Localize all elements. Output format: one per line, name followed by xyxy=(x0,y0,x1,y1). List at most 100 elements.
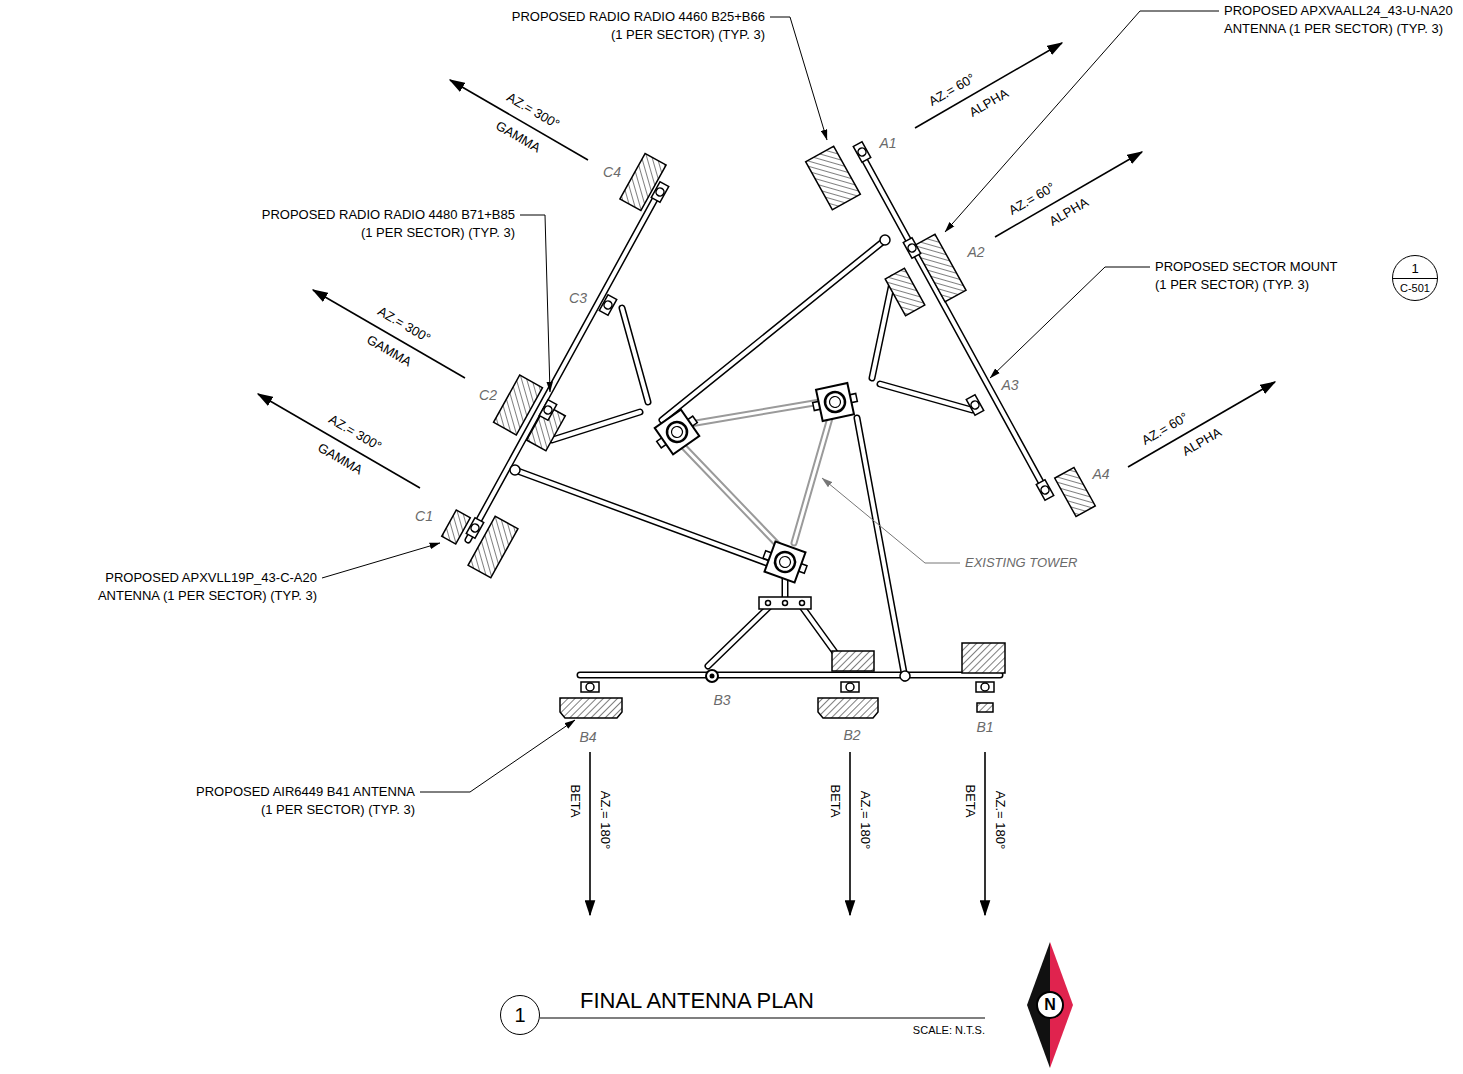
azimuth-label: ALPHA xyxy=(1046,193,1092,230)
callout-label: EXISTING TOWER xyxy=(965,554,1080,572)
antenna-panel xyxy=(442,510,471,544)
antenna-panel xyxy=(1055,467,1096,516)
antenna-clamp xyxy=(581,682,599,692)
title-underline xyxy=(540,1017,985,1018)
tower-leg xyxy=(759,539,811,584)
antenna-panel xyxy=(442,146,1096,718)
antenna-clamp xyxy=(853,142,870,163)
mount-plate xyxy=(783,601,788,606)
antenna-panel xyxy=(914,234,966,302)
pipe-joint xyxy=(880,235,890,245)
azimuth-label: BETA xyxy=(826,784,844,817)
azimuth-arrow xyxy=(258,394,420,488)
antenna-panel xyxy=(1055,467,1096,516)
azimuth-arrow xyxy=(589,752,591,915)
callout-label: PROPOSED SECTOR MOUNT (1 PER SECTOR) (TY… xyxy=(1155,258,1340,294)
azimuth-arrow xyxy=(915,43,1062,128)
leader-line xyxy=(822,478,960,563)
callout-label: PROPOSED AIR6449 B41 ANTENNA (1 PER SECT… xyxy=(192,783,415,819)
tower-frame xyxy=(683,402,830,545)
callout-label: PROPOSED APXVLL19P_43-C-A20 ANTENNA (1 P… xyxy=(95,569,317,605)
antenna-clamp xyxy=(966,395,983,416)
callout-label: PROPOSED RADIO RADIO 4460 B25+B66 (1 PER… xyxy=(509,8,765,44)
antenna-position-id: A1 xyxy=(879,134,896,152)
antenna-clamp xyxy=(710,674,715,679)
azimuth-arrow xyxy=(450,80,588,160)
antenna-panel xyxy=(885,268,925,315)
antenna-position-id: C3 xyxy=(569,289,587,307)
antenna-position-id: B2 xyxy=(843,726,860,744)
antenna-clamp xyxy=(706,670,718,682)
antenna-position-id: C4 xyxy=(603,163,621,181)
azimuth-arrow xyxy=(984,752,986,915)
azimuth-label: AZ.= 180° xyxy=(596,791,614,849)
antenna-panel xyxy=(977,703,993,712)
antenna-clamp xyxy=(466,142,1053,692)
mount-plate xyxy=(759,597,811,609)
mount-pipe xyxy=(468,148,1048,678)
node-text: C-501 xyxy=(1400,282,1430,294)
azimuth-label: BETA xyxy=(961,784,979,817)
antenna-position-id: A3 xyxy=(1001,376,1018,394)
callout-label: PROPOSED APXVAALL24_43-U-NA20 ANTENNA (1… xyxy=(1224,2,1456,38)
antenna-panel xyxy=(885,268,925,315)
antenna-position-id: B4 xyxy=(579,728,596,746)
antenna-clamp xyxy=(1036,480,1053,501)
leader-line xyxy=(990,267,1150,378)
pipe-joint xyxy=(510,465,520,475)
antenna-clamp xyxy=(466,518,483,539)
azimuth-arrow xyxy=(849,752,851,915)
mount-plate xyxy=(759,597,811,609)
azimuth-arrow xyxy=(1128,382,1275,467)
scale-note: SCALE: N.T.S. xyxy=(913,1023,985,1037)
azimuth-label: ALPHA xyxy=(1179,423,1225,460)
pipe-joint xyxy=(510,235,910,681)
title-underline xyxy=(540,1018,985,1019)
antenna-panel xyxy=(806,146,861,210)
antenna-position-id: B3 xyxy=(713,691,730,709)
leader-line xyxy=(945,11,1219,232)
node-text: N xyxy=(1044,996,1056,1014)
azimuth-arrow xyxy=(313,290,465,378)
azimuth-label: AZ.= 180° xyxy=(856,791,874,849)
azimuth-label: ALPHA xyxy=(966,84,1012,121)
antenna-position-id: C2 xyxy=(479,386,497,404)
drawing-title: FINAL ANTENNA PLAN xyxy=(580,988,814,1013)
north-marker: N xyxy=(1036,991,1064,1019)
tower-leg xyxy=(810,382,860,422)
mount-pipe xyxy=(468,148,1048,678)
antenna-clamp xyxy=(841,682,859,692)
antenna-position-id: C1 xyxy=(415,507,433,525)
tower-frame xyxy=(683,402,830,545)
antenna-panel xyxy=(914,234,966,302)
antenna-panel xyxy=(560,698,622,718)
antenna-clamp xyxy=(651,182,668,203)
antenna-panel xyxy=(962,643,1005,673)
north-arrow xyxy=(1027,942,1073,1068)
leader-line xyxy=(322,543,440,578)
antenna-panel xyxy=(832,651,874,671)
tower-leg xyxy=(650,406,704,457)
antenna-position-id: A4 xyxy=(1092,465,1109,483)
leader-line xyxy=(520,215,550,392)
mount-pipe xyxy=(468,148,1048,678)
antenna-position-id: B1 xyxy=(976,718,993,736)
azimuth-arrow xyxy=(995,152,1142,237)
callout-label: PROPOSED RADIO RADIO 4480 B71+B85 (1 PER… xyxy=(259,206,515,242)
antenna-clamp xyxy=(903,238,920,259)
section-callout-bubble: 1C-501 xyxy=(1392,255,1438,301)
azimuth-label: BETA xyxy=(566,784,584,817)
node-text: 1 xyxy=(514,1004,525,1026)
azimuth-label: AZ.= 180° xyxy=(991,791,1009,849)
antenna-position-id: A2 xyxy=(967,243,984,261)
antenna-clamp xyxy=(599,295,616,316)
pipe-joint xyxy=(900,671,910,681)
antenna-panel xyxy=(818,698,878,718)
node-text: 1 xyxy=(1411,262,1418,276)
mount-plate xyxy=(766,601,771,606)
antenna-clamp xyxy=(539,400,556,421)
detail-number-bubble: 1 xyxy=(500,995,540,1035)
divider-line xyxy=(1393,278,1437,279)
